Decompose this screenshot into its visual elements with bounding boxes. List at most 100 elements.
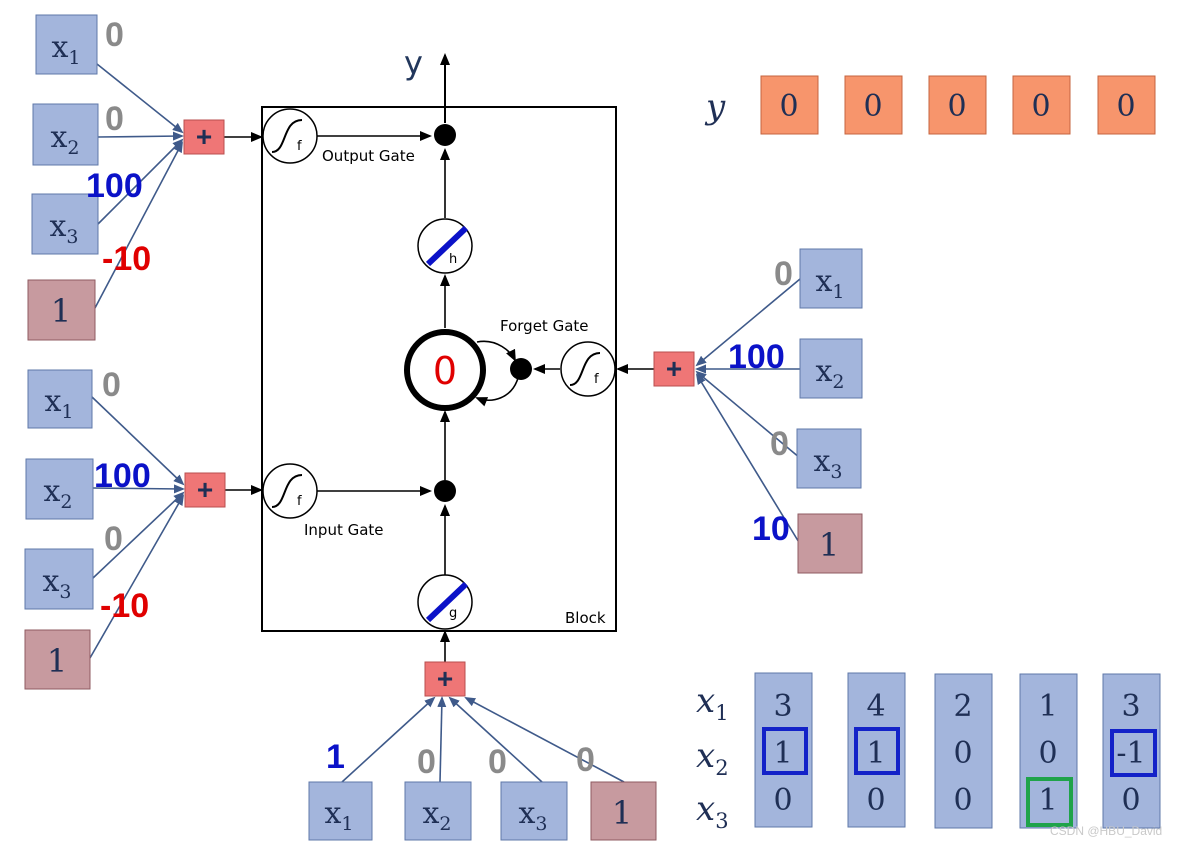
input-box-x1-label: x1 (815, 264, 844, 303)
sequence-value: 0 (773, 783, 792, 818)
output-cell-value: 0 (947, 89, 966, 124)
sequence-value: 2 (953, 689, 972, 724)
memory-cell-value: 0 (433, 349, 457, 393)
wire (91, 396, 185, 486)
weight-label: 0 (104, 520, 123, 558)
input-box-x3 (500, 781, 568, 841)
highlight-blue-col2-x2 (854, 727, 900, 775)
input-box-x1 (35, 14, 98, 75)
input-box-x3-label: x3 (42, 564, 71, 603)
sigmoid-curve-icon (569, 352, 601, 386)
block-label: Block (565, 609, 606, 627)
adder-plus: + (196, 121, 212, 152)
wire (448, 696, 543, 783)
output-multiply-node (434, 124, 456, 146)
output-cell (760, 75, 819, 135)
sequence-value: 0 (1121, 783, 1140, 818)
weight-label: 0 (105, 100, 124, 138)
input-box-x2-label: x2 (422, 796, 451, 835)
bias-box (27, 279, 96, 341)
weight-label: 0 (488, 743, 507, 781)
y-output-label: y (404, 44, 423, 82)
wire (89, 494, 184, 659)
wire (97, 138, 184, 225)
output-gate-f: f (297, 139, 302, 154)
input-box-x2-label: x2 (43, 474, 72, 513)
output-cell-value: 0 (863, 89, 882, 124)
wire (695, 373, 801, 545)
sequence-value: 1 (1038, 783, 1057, 818)
output-sequence-label: y (704, 87, 726, 127)
weight-label: 0 (770, 425, 789, 463)
forget-gate-label: Forget Gate (500, 317, 589, 335)
input-box-x3 (24, 548, 94, 610)
sequence-value: 3 (773, 689, 792, 724)
highlight-blue-col1-x2 (762, 727, 808, 775)
input-gate-f: f (297, 494, 302, 509)
sequence-value: 0 (953, 736, 972, 771)
forget-gate-sigmoid (560, 341, 616, 397)
input-box-x3 (31, 193, 99, 255)
wire (94, 141, 183, 309)
adder-plus: + (437, 663, 453, 694)
cell-input-adder (424, 661, 466, 697)
input-box-x3-label: x3 (813, 444, 842, 483)
forget-gate-f: f (594, 372, 599, 387)
weight-label: 0 (576, 741, 595, 779)
sequence-value: 0 (1038, 736, 1057, 771)
bias-box-label: 1 (819, 526, 839, 564)
input-gate-sigmoid (262, 463, 318, 519)
input-box-x2 (25, 458, 94, 520)
wire (464, 697, 625, 783)
memory-cell (404, 329, 486, 411)
wire (695, 370, 801, 459)
output-cell (844, 75, 903, 135)
weight-label: 0 (102, 366, 121, 404)
adder-plus: + (197, 474, 213, 505)
input-box-x3 (796, 428, 862, 489)
input-box-x2 (799, 338, 863, 399)
sequence-row-label: x2 (696, 736, 729, 780)
bias-box-label: 1 (51, 292, 71, 330)
watermark: CSDN @HBU_David (1050, 824, 1163, 838)
wire (96, 63, 184, 134)
bias-box-label: 1 (612, 794, 632, 832)
sequence-value: 4 (866, 689, 885, 724)
input-box-x1 (27, 369, 93, 429)
wire (341, 696, 436, 783)
output-sequence-cells: 0 0 0 0 0 (760, 75, 1156, 135)
sequence-value: -1 (1116, 736, 1145, 771)
input-box-x1 (308, 781, 373, 841)
highlight-green-col4-x3 (1026, 777, 1073, 827)
output-cell (1012, 75, 1071, 135)
bias-box-label: 1 (47, 642, 67, 680)
sequence-value: 1 (866, 736, 885, 771)
sequence-value: 1 (1038, 689, 1057, 724)
forget-multiply-node (510, 358, 532, 380)
forget-gate-adder (653, 351, 695, 387)
sequence-value: 1 (773, 736, 792, 771)
wire (695, 278, 801, 367)
input-sequence-columns: 3 1 0 4 1 0 2 0 0 1 0 1 3 -1 0 (754, 672, 1161, 829)
input-box-x2-label: x2 (50, 120, 79, 159)
forget-loop-out (475, 377, 519, 407)
bias-box (24, 629, 91, 690)
input-box-x2-label: x2 (815, 354, 844, 393)
output-cell (1097, 75, 1156, 135)
weight-label: 100 (86, 167, 143, 205)
g-activation-label: g (449, 606, 457, 621)
input-multiply-node (434, 480, 456, 502)
weight-label: 1 (326, 738, 345, 776)
sequence-row-label: x3 (696, 789, 729, 833)
highlight-blue-col5-x2 (1110, 729, 1157, 777)
input-box-x3-label: x3 (518, 796, 547, 835)
output-cell-value: 0 (1116, 89, 1135, 124)
weight-label: 100 (94, 457, 151, 495)
sequence-column (934, 673, 993, 829)
weight-label: -10 (100, 587, 149, 625)
sequence-value: 0 (953, 783, 972, 818)
bias-box (590, 781, 657, 841)
h-linear-icon (425, 225, 469, 267)
